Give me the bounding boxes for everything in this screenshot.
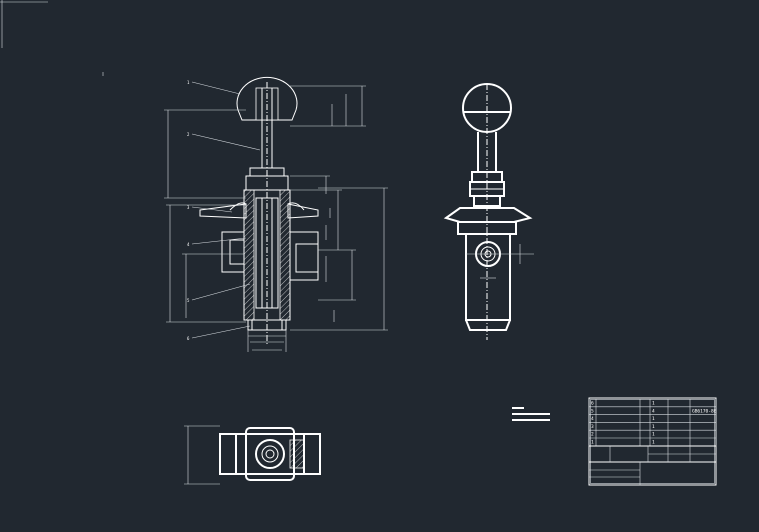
front-section-view: 1 2 3 4 5 6 <box>164 76 388 352</box>
balloon-labels: 1 2 3 4 5 6 <box>187 80 190 341</box>
parts-cell: GB6170-86 <box>692 408 717 414</box>
dimension-lines-bottom <box>247 330 287 352</box>
parts-cell: 1 <box>652 440 655 446</box>
side-view <box>443 83 534 340</box>
dimension-lines-right <box>290 85 388 331</box>
parts-cell: 2 <box>591 432 594 438</box>
parts-cell: 3 <box>591 424 594 430</box>
parts-cell: 5 <box>591 408 594 414</box>
balloon-4: 4 <box>187 242 190 247</box>
parts-cell: 6 <box>591 401 594 407</box>
balloon-5: 5 <box>187 298 190 303</box>
parts-cell: 1 <box>591 440 594 446</box>
knob-section <box>236 76 298 121</box>
technical-notes <box>512 407 550 421</box>
leader-lines <box>191 81 261 339</box>
parts-cell: 4 <box>591 416 594 422</box>
parts-cell: 1 <box>652 424 655 430</box>
balloon-2: 2 <box>187 132 190 137</box>
balloon-6: 6 <box>187 336 190 341</box>
parts-cell: 1 <box>652 432 655 438</box>
viewport-corner-marks <box>0 0 48 48</box>
parts-cell: 1 <box>652 416 655 422</box>
balloon-1: 1 <box>187 80 190 85</box>
parts-cell: 1 <box>652 401 655 407</box>
balloon-3: 3 <box>187 205 190 210</box>
plan-view <box>184 425 321 485</box>
dimension-lines-left <box>164 109 246 323</box>
parts-cell: 4 <box>652 408 655 414</box>
